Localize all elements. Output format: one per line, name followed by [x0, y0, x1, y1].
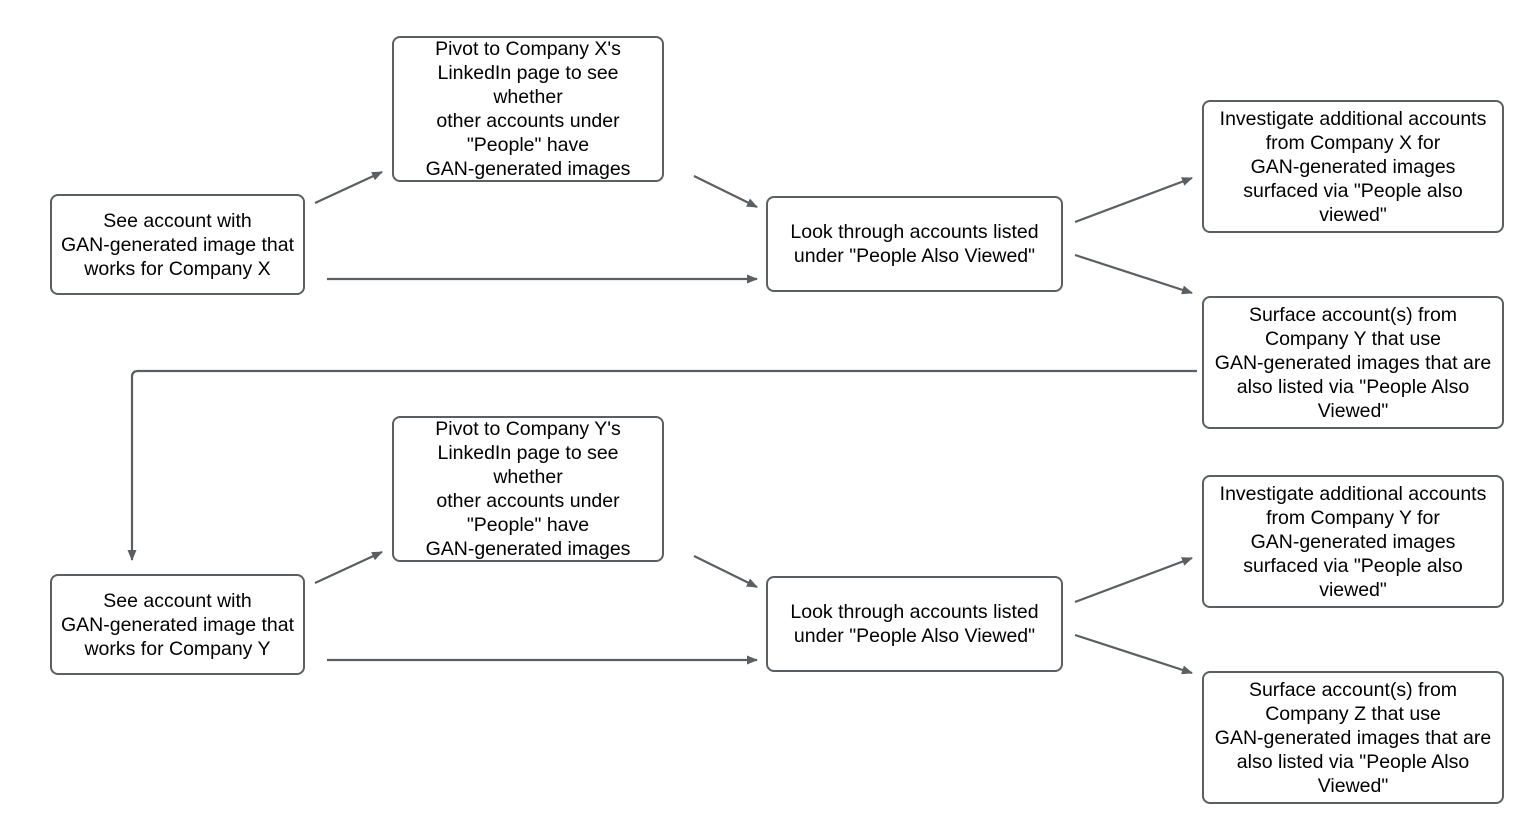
node-investigate-y[interactable]: Investigate additional accounts from Com… [1202, 475, 1504, 608]
edge-surface-company-y-to-see-account-y [127, 369, 1197, 561]
node-investigate-x[interactable]: Investigate additional accounts from Com… [1202, 100, 1504, 233]
edge-see-account-x-to-pivot-company-x [314, 171, 383, 204]
edge-pivot-company-y-to-look-through-y [693, 555, 758, 588]
node-see-account-x[interactable]: See account with GAN-generated image tha… [50, 194, 305, 295]
edge-pivot-company-x-to-look-through-x [693, 175, 758, 208]
node-pivot-company-y[interactable]: Pivot to Company Y's LinkedIn page to se… [392, 416, 664, 562]
edge-look-through-y-to-surface-company-z [1074, 633, 1193, 675]
node-look-through-y[interactable]: Look through accounts listed under "Peop… [766, 576, 1063, 672]
edge-look-through-x-to-surface-company-y [1074, 253, 1193, 295]
edge-see-account-y-to-pivot-company-y [314, 551, 383, 584]
node-look-through-x[interactable]: Look through accounts listed under "Peop… [766, 196, 1063, 292]
edge-look-through-y-to-investigate-y [1074, 556, 1193, 604]
node-see-account-y[interactable]: See account with GAN-generated image tha… [50, 574, 305, 675]
node-surface-company-z[interactable]: Surface account(s) from Company Z that u… [1202, 671, 1504, 804]
node-pivot-company-x[interactable]: Pivot to Company X's LinkedIn page to se… [392, 36, 664, 182]
node-surface-company-y[interactable]: Surface account(s) from Company Y that u… [1202, 296, 1504, 429]
edge-look-through-x-to-investigate-x [1074, 176, 1193, 224]
